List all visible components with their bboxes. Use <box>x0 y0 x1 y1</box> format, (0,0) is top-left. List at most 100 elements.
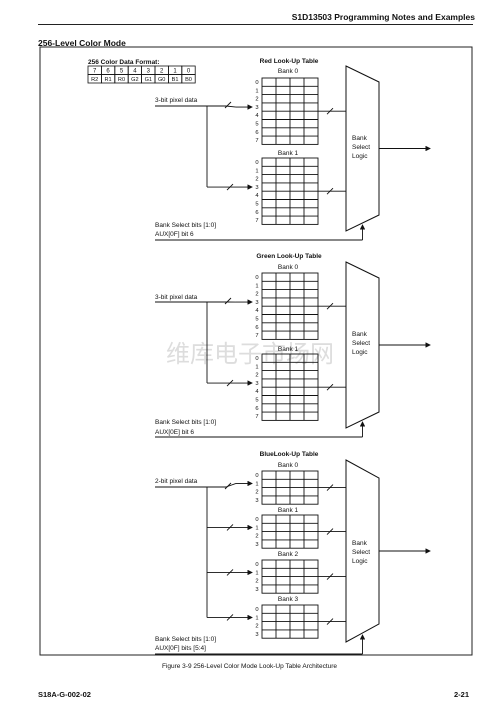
blue-bank-label-3: Bank 3 <box>278 596 299 603</box>
format-field-label: G0 <box>158 77 165 83</box>
blue-lut-title: BlueLook-Up Table <box>260 451 319 458</box>
red-row-index: 6 <box>255 130 258 136</box>
blue-bus-slash <box>326 573 334 580</box>
blue-row-index: 0 <box>255 607 258 613</box>
blue-logic-label-2: Select <box>352 549 370 556</box>
red-bank-label-0: Bank 0 <box>278 68 299 75</box>
footer-doc-id: S18A-G-002-02 <box>38 690 91 699</box>
red-logic-label-2: Select <box>352 144 370 151</box>
green-row-index: 4 <box>255 389 259 395</box>
format-field-cell <box>181 74 196 84</box>
red-bank-label-1: Bank 1 <box>278 150 299 157</box>
green-row-index: 3 <box>255 381 258 387</box>
blue-bus-slash <box>226 524 234 531</box>
format-field-label: G2 <box>131 77 138 83</box>
red-bus-slash <box>326 187 334 195</box>
format-field-label: B1 <box>172 77 179 83</box>
red-row-index: 1 <box>255 88 258 94</box>
green-select-label-1: Bank Select bits [1:0] <box>155 419 216 426</box>
blue-bus-slash <box>226 614 234 621</box>
blue-row-index: 3 <box>255 632 258 638</box>
green-bus-slash <box>326 302 334 310</box>
format-bit-number: 4 <box>133 69 137 75</box>
green-row-index: 0 <box>255 275 258 281</box>
format-bit-number: 0 <box>187 69 191 75</box>
blue-bus-slash <box>226 569 234 576</box>
green-row-index: 4 <box>255 308 259 314</box>
red-row-index: 7 <box>255 138 258 144</box>
red-input-label: 3-bit pixel data <box>155 97 198 104</box>
blue-bus-slash <box>326 484 334 491</box>
format-field-label: R0 <box>118 77 125 83</box>
red-bank-select-mux <box>345 65 380 232</box>
green-logic-label-3: Logic <box>352 349 368 356</box>
green-row-index: 7 <box>255 414 258 420</box>
blue-bus-slash <box>326 618 334 625</box>
format-box-title: 256 Color Data Format: <box>88 59 160 66</box>
red-row-index: 5 <box>255 122 258 128</box>
green-row-index: 6 <box>255 325 258 331</box>
blue-row-index: 0 <box>255 517 258 523</box>
blue-input-label: 2-bit pixel data <box>155 478 198 485</box>
blue-select-label-2: AUX[0F] bits [5:4] <box>155 645 206 652</box>
red-row-index: 1 <box>255 168 258 174</box>
blue-row-index: 3 <box>255 542 258 548</box>
green-bank-label-0: Bank 0 <box>278 264 299 271</box>
blue-bank-label-0: Bank 0 <box>278 462 299 469</box>
green-row-index: 2 <box>255 292 258 298</box>
red-bus-slash <box>226 183 234 191</box>
red-row-index: 7 <box>255 218 258 224</box>
blue-row-index: 1 <box>255 525 258 531</box>
green-row-index: 5 <box>255 317 258 323</box>
red-row-index: 0 <box>255 80 258 86</box>
green-bus-slash <box>326 383 334 391</box>
green-select-label-2: AUX[0E] bit 6 <box>155 429 194 436</box>
red-row-index: 6 <box>255 210 258 216</box>
green-lut-section: Green Look-Up Table 3-bit pixel data Ban… <box>155 253 431 438</box>
blue-row-index: 1 <box>255 615 258 621</box>
format-field-label: B0 <box>185 77 192 83</box>
section-title: 256-Level Color Mode <box>38 38 126 48</box>
figure-caption: Figure 3-9 256-Level Color Mode Look-Up … <box>161 663 338 670</box>
diagram-frame <box>39 46 473 656</box>
red-row-index: 4 <box>255 193 259 199</box>
format-bit-number: 1 <box>173 69 177 75</box>
green-row-index: 3 <box>255 300 258 306</box>
red-bus-slash <box>326 107 334 115</box>
blue-row-index: 0 <box>255 562 258 568</box>
blue-bank-label-1: Bank 1 <box>278 507 299 514</box>
green-row-index: 6 <box>255 406 258 412</box>
red-input-jog <box>225 105 237 108</box>
green-row-index: 1 <box>255 283 258 289</box>
format-bit-number: 5 <box>120 69 124 75</box>
footer-page-number: 2-21 <box>453 690 469 699</box>
format-field-label: R1 <box>105 77 112 83</box>
red-row-index: 2 <box>255 97 258 103</box>
blue-bus-slash <box>224 482 232 490</box>
blue-row-index: 2 <box>255 579 258 585</box>
header-rule <box>38 24 473 25</box>
page-header-title: S1D13503 Programming Notes and Examples <box>291 12 475 22</box>
format-bit-number: 2 <box>160 69 164 75</box>
red-row-index: 3 <box>255 185 258 191</box>
green-logic-label-2: Select <box>352 340 370 347</box>
blue-row-index: 1 <box>255 570 258 576</box>
blue-select-label-1: Bank Select bits [1:0] <box>155 636 216 643</box>
green-row-index: 0 <box>255 356 258 362</box>
green-row-index: 1 <box>255 364 258 370</box>
green-bank-label-1: Bank 1 <box>278 346 299 353</box>
blue-lut-section: BlueLook-Up Table 2-bit pixel data Bank … <box>155 451 431 655</box>
green-bus-slash <box>226 379 234 387</box>
red-row-index: 4 <box>255 113 259 119</box>
green-row-index: 7 <box>255 333 258 339</box>
green-row-index: 2 <box>255 373 258 379</box>
blue-row-index: 2 <box>255 534 258 540</box>
red-row-index: 2 <box>255 177 258 183</box>
green-lut-title: Green Look-Up Table <box>256 253 322 260</box>
green-bank-select-mux <box>345 261 380 429</box>
blue-row-index: 0 <box>255 473 258 479</box>
red-row-index: 5 <box>255 202 258 208</box>
red-select-label-2: AUX[0F] bit 6 <box>155 231 194 238</box>
